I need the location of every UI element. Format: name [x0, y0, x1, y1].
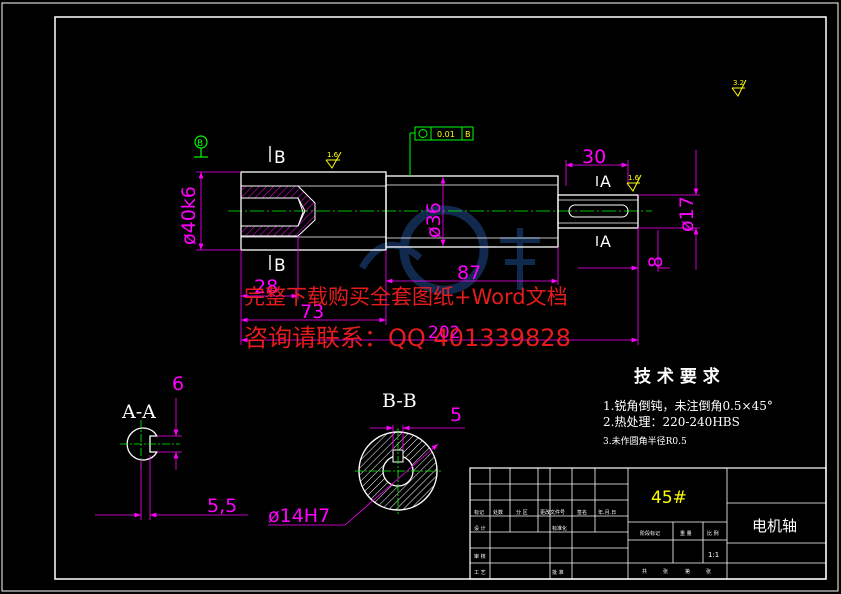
- dim-73: 73: [300, 301, 324, 323]
- cell-mark: 标记: [474, 509, 484, 516]
- cell-sheet-3: 第: [685, 568, 690, 575]
- section-bb-title: B-B: [382, 390, 417, 412]
- shaft-outline: [240, 171, 639, 251]
- dim-d17: ø17: [676, 196, 698, 232]
- cell-sheet-4: 张: [706, 568, 711, 575]
- cell-std: 标准化: [552, 525, 567, 532]
- roughness-b: 1.6: [327, 151, 339, 159]
- dim-202: 202: [428, 323, 460, 343]
- center-hole-section: [240, 185, 316, 237]
- part-name: 电机轴: [752, 517, 797, 535]
- dimension-lines: [196, 150, 700, 345]
- dim-87: 87: [457, 262, 481, 284]
- tech-req-item-3: 3.未作圆角半径R0.5: [603, 435, 687, 447]
- section-marks: [269, 146, 598, 270]
- cell-sheet-1: 共: [642, 568, 647, 575]
- section-aa-title: A-A: [121, 401, 156, 423]
- watermark-line-1: 完整下载购买全套图纸+Word文档: [244, 285, 568, 309]
- section-b-top: B: [274, 148, 286, 168]
- roughness-general: 3.2: [733, 79, 744, 87]
- tech-req-item-1: 1.锐角倒钝，未注倒角0.5×45°: [603, 398, 773, 413]
- cell-zone: 分 区: [516, 509, 528, 516]
- cell-approve: 批 准: [552, 569, 564, 576]
- cell-stage: 阶段标记: [640, 530, 660, 537]
- section-a-bottom: A: [600, 232, 611, 251]
- dim-28: 28: [254, 276, 278, 298]
- dim-d40k6: ø40k6: [178, 186, 200, 245]
- roughness-a: 1.6: [628, 174, 640, 182]
- cell-date: 年.月.日: [598, 509, 616, 516]
- section-b-bottom: B: [274, 256, 286, 276]
- runout-tolerance-frame: [409, 126, 474, 176]
- section-a-top: A: [600, 172, 611, 191]
- inner-border: [54, 16, 827, 580]
- section-aa-view: [95, 398, 248, 520]
- dim-bore: ø14H7: [268, 505, 330, 527]
- cell-design: 设 计: [474, 525, 486, 532]
- dim-d36: ø36: [423, 202, 445, 238]
- section-bb-view: [268, 425, 465, 526]
- title-block-grid: [469, 467, 827, 580]
- scale-value: 1:1: [708, 551, 719, 559]
- dim-8: 8: [645, 256, 667, 268]
- dim-30: 30: [582, 146, 606, 168]
- watermark-line-2: 咨询请联系：QQ 401339828: [244, 324, 571, 352]
- cell-ratio: 比 例: [707, 530, 719, 537]
- cell-sheet-2: 张: [663, 568, 668, 575]
- runout-datum: B: [465, 130, 471, 139]
- cell-weight: 重 量: [680, 530, 692, 537]
- dim-key-6: 6: [172, 373, 184, 395]
- dim-key-5-5: 5,5: [207, 495, 237, 517]
- datum-b-letter: B: [197, 139, 203, 149]
- datum-b-symbol: [194, 135, 208, 158]
- tech-req-title: 技 术 要 求: [634, 366, 720, 387]
- roughness-symbols: [325, 79, 747, 192]
- cell-review: 审 核: [474, 553, 486, 560]
- cell-count: 处数: [493, 509, 503, 516]
- tech-req-item-2: 2.热处理：220-240HBS: [603, 415, 740, 429]
- cell-process: 工 艺: [474, 570, 486, 576]
- material: 45#: [651, 488, 687, 508]
- cell-change: 更改文件号: [540, 509, 565, 516]
- cell-sign: 签名: [577, 509, 587, 516]
- dim-keyway-5: 5: [450, 404, 462, 426]
- watermark-logo: [358, 205, 540, 295]
- runout-value: 0.01: [437, 130, 455, 139]
- title-block-cells: 标记 处数 分 区 更改文件号 签名 年.月.日 设 计 标准化 审 核 工 艺…: [474, 509, 719, 576]
